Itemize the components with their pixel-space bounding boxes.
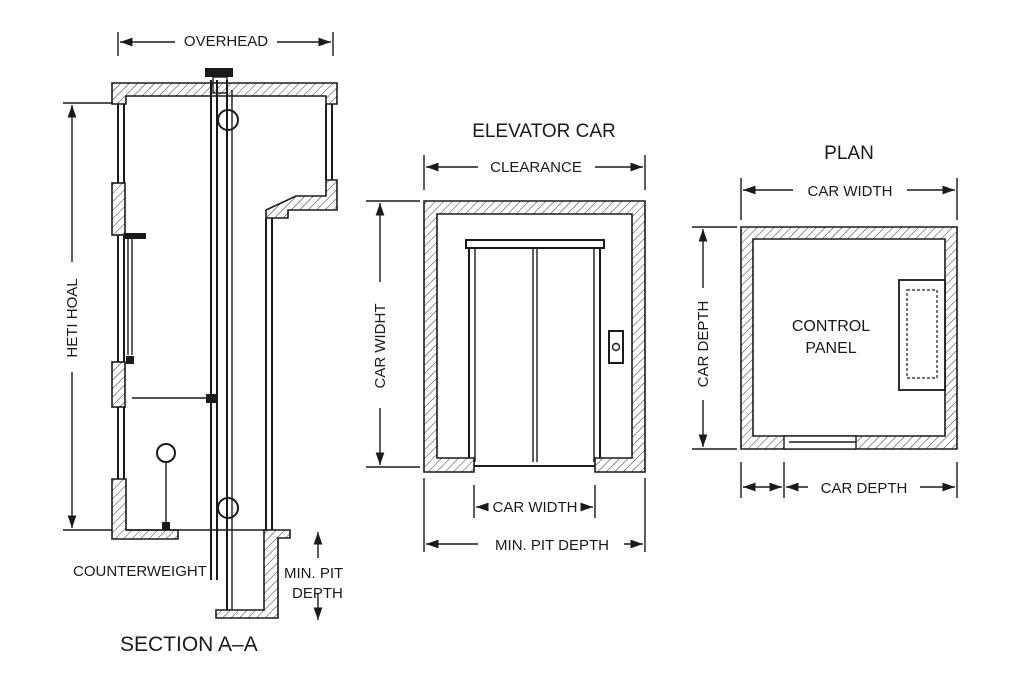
car-doors (465, 239, 605, 462)
car-width-side-label: CAR WIDHT (372, 304, 389, 389)
plan-view: PLAN CAR WIDTH CAR DEPTH CONTROL PAN (692, 143, 958, 498)
left-wall-middle (111, 361, 126, 408)
door-bracket (124, 233, 146, 239)
counterweight: COUNTERWEIGHT (73, 443, 207, 580)
min-pit-depth-label: MIN. PIT DEPTH (495, 537, 609, 554)
bottom-sheave-icon (217, 497, 239, 519)
plan-car-width-dimension: CAR WIDTH (740, 178, 958, 220)
section-title: SECTION A–A (120, 633, 258, 656)
plan-car-depth-side-label: CAR DEPTH (695, 301, 712, 388)
pit-depth-dimension: MIN. PIT DEPTH (284, 532, 343, 620)
plan-car-width-label: CAR WIDTH (808, 183, 893, 200)
control-panel (898, 279, 946, 391)
car-frame (423, 200, 646, 473)
control-panel-label-line1: CONTROL (792, 318, 870, 335)
counterweight-label: COUNTERWEIGHT (73, 563, 207, 580)
elevator-car-title: ELEVATOR CAR (472, 121, 616, 142)
min-pit-depth-dimension: MIN. PIT DEPTH (423, 478, 646, 554)
right-step (265, 179, 338, 219)
pit-label-line2: DEPTH (292, 585, 343, 602)
section-view: OVERHEAD HETI HOAL (63, 32, 343, 656)
overhead-label: OVERHEAD (184, 33, 268, 50)
clearance-label: CLEARANCE (490, 159, 582, 176)
plan-car-depth-bottom-label: CAR DEPTH (821, 480, 908, 497)
plan-car-depth-side-dimension: CAR DEPTH (692, 226, 737, 450)
left-wall-upper (111, 182, 126, 236)
pit-label-line1: MIN. PIT (284, 565, 343, 582)
elevator-car-view: ELEVATOR CAR CLEARANCE CAR WIDHT (366, 121, 646, 554)
car-width-dimension: CAR WIDTH (473, 485, 596, 518)
height-dimension: HETI HOAL (63, 102, 112, 531)
top-sheave-icon (217, 109, 239, 131)
control-panel-label-line2: PANEL (805, 340, 856, 357)
car-width-label: CAR WIDTH (493, 499, 578, 516)
guide-rails (205, 68, 233, 610)
plan-car-depth-bottom-dimension: CAR DEPTH (740, 462, 958, 498)
height-label: HETI HOAL (64, 278, 81, 357)
clearance-dimension: CLEARANCE (423, 155, 646, 190)
overhead-dimension: OVERHEAD (117, 32, 334, 56)
call-button-icon (608, 330, 624, 364)
plan-title: PLAN (824, 143, 874, 164)
car-width-side-dimension: CAR WIDHT (366, 200, 420, 468)
pit-wall (215, 529, 291, 619)
